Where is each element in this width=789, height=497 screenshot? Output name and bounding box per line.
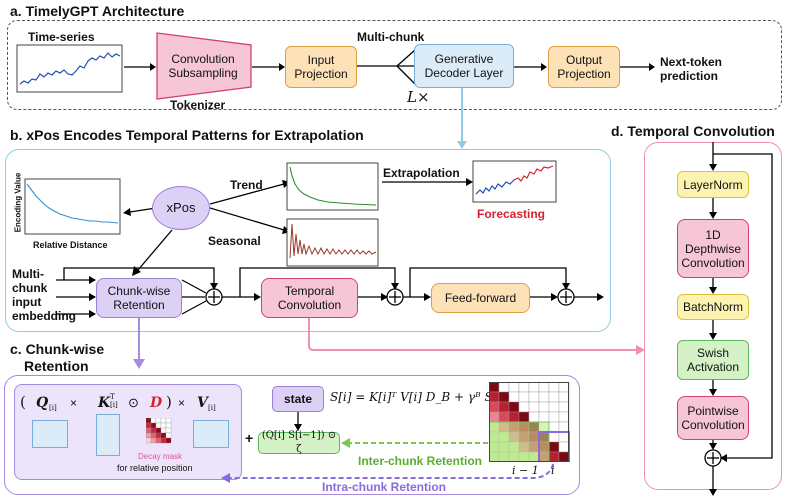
v-matrix	[193, 420, 229, 448]
multichunk-arrows	[357, 49, 416, 85]
panel-a-title: a. TimelyGPT Architecture	[10, 3, 185, 19]
formula-times-2: ×	[178, 396, 186, 410]
multichunk-label: Multi-chunk	[357, 30, 425, 44]
tokenizer-trapezoid	[156, 32, 252, 100]
intra-chunk-label: Intra-chunk Retention	[322, 480, 447, 494]
panel-c-title-line2: Retention	[24, 358, 89, 374]
retention-to-panel-c-arrow	[133, 318, 145, 369]
timeseries-label: Time-series	[28, 30, 95, 44]
formula-times-1: ×	[70, 396, 78, 410]
decay-mask-caption: Decay mask	[138, 452, 183, 461]
forecast-history	[475, 179, 515, 195]
encoding-plot	[24, 178, 121, 235]
decay-mask-caption-2: for relative position	[117, 463, 193, 473]
swish-activation-box: Swish Activation	[677, 340, 749, 380]
output-projection-box: Output Projection	[548, 46, 620, 88]
feed-forward-box: Feed-forward	[431, 283, 530, 313]
seasonal-curve	[289, 223, 377, 259]
batchnorm-box: BatchNorm	[677, 294, 749, 320]
extrapolation-label: Extrapolation	[383, 166, 460, 180]
q-matrix	[32, 420, 68, 448]
formula-k-script: T[i]	[110, 393, 118, 409]
chunk-index-current: i	[551, 464, 555, 477]
formula-odot: ⊙	[128, 395, 139, 410]
trend-plot	[286, 162, 379, 211]
arrow-a4	[620, 63, 655, 71]
decay-mask-matrix	[146, 418, 172, 444]
pointwise-convolution-box: Pointwise Convolution	[677, 396, 749, 440]
timeseries-plot	[16, 44, 123, 93]
inter-chunk-term-box: (Q[i] S[i−1]) ⊙ ζ	[258, 430, 340, 455]
timeseries-line	[19, 52, 121, 85]
temporal-convolution-box: Temporal Convolution	[261, 278, 358, 318]
state-down-arrow	[294, 412, 302, 431]
panel-a-frame	[7, 20, 782, 110]
state-box: state	[272, 386, 324, 412]
panel-d-title: d. Temporal Convolution	[611, 123, 775, 139]
state-equation: S[i] = K[i]ᵀ V[i] D_B + γᴮ S[i−1]	[330, 390, 524, 404]
layernorm-box: LayerNorm	[677, 171, 749, 198]
decoder-to-panel-b-arrow	[457, 88, 467, 149]
depthwise-convolution-box: 1D Depthwise Convolution	[677, 219, 749, 278]
generative-decoder-layer-box: Generative Decoder Layer	[414, 44, 514, 88]
encoding-xlabel: Relative Distance	[33, 240, 108, 250]
seasonal-plot	[286, 218, 379, 267]
k-matrix	[96, 414, 120, 456]
trend-curve	[289, 166, 377, 206]
multichunk-input-label: Multi- chunk input embedding	[12, 267, 77, 323]
convolution-subsampling-box: Convolution Subsampling	[168, 52, 238, 80]
plus-sign: +	[245, 430, 254, 446]
formula-v-subscript: [i]	[208, 404, 216, 412]
arrow-a2	[252, 63, 285, 71]
forecast-plot	[472, 160, 557, 203]
chunk-index-prev: i − 1	[512, 464, 539, 477]
encoding-curve	[26, 183, 119, 224]
arrow-a3	[514, 63, 547, 71]
seasonal-label: Seasonal	[208, 234, 261, 248]
pipeline-svg	[56, 229, 604, 318]
panel-b-title: b. xPos Encodes Temporal Patterns for Ex…	[10, 127, 364, 143]
input-projection-box: Input Projection	[285, 46, 357, 88]
xpos-left-arrow	[123, 207, 157, 216]
formula-q: Q	[36, 395, 49, 411]
chunk-wise-retention-box: Chunk-wise Retention	[96, 278, 182, 318]
panel-c-title-line1: c. Chunk-wise	[10, 341, 105, 357]
panel-c-frame	[4, 375, 580, 495]
panel-c-title: c. Chunk-wise Retention	[10, 341, 104, 375]
arrow-a1	[124, 63, 156, 71]
temporal-conv-to-panel-d-arrow	[308, 318, 645, 355]
inter-chunk-label: Inter-chunk Retention	[358, 454, 483, 468]
formula-q-subscript: [i]	[49, 404, 57, 412]
formula-open-paren: (	[20, 393, 26, 411]
xpos-node: xPos	[152, 186, 210, 230]
formula-k: K	[98, 395, 111, 411]
formula-v: V	[197, 395, 208, 411]
trend-label: Trend	[230, 178, 263, 192]
layer-repeat-label: L×	[407, 88, 430, 106]
tokenizer-label: Tokenizer	[170, 98, 226, 112]
forecast-future	[513, 165, 554, 182]
formula-d: D	[150, 395, 163, 411]
formula-close-paren: )	[166, 393, 172, 411]
next-token-label: Next-token prediction	[660, 55, 723, 83]
forecasting-label: Forecasting	[477, 207, 546, 221]
chunk-retention-matrix	[489, 382, 570, 462]
panel-d-flow	[704, 142, 773, 496]
extrapolation-arrow	[382, 178, 473, 186]
